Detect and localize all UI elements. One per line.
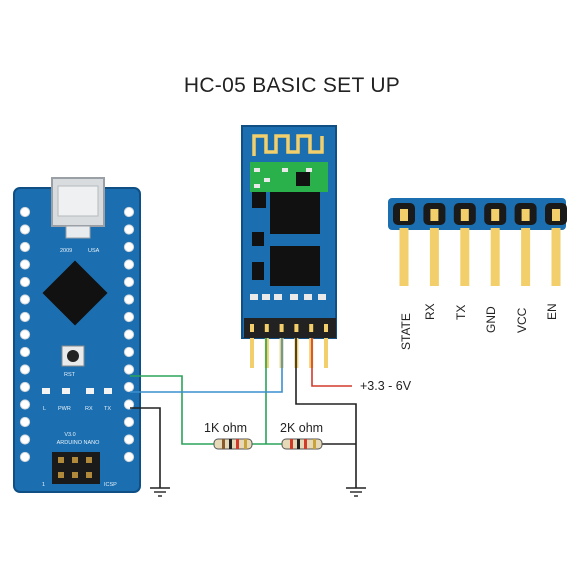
board-name: ARDUINO NANO (57, 440, 101, 446)
nano-pin-pad (19, 399, 31, 410)
year-label: 2009 (60, 248, 72, 254)
nano-pin-pad (19, 346, 31, 358)
ground-symbol-right (346, 487, 366, 497)
nano-pin-pad (123, 206, 135, 218)
pinout-label-state: STATE (399, 313, 413, 350)
nano-pin-pad (19, 434, 31, 445)
hc05-pin-top (250, 324, 254, 332)
hc05-pin-top (309, 324, 314, 332)
pinout-pin (429, 228, 439, 286)
nano-pin-pad (19, 259, 31, 270)
nano-pin-pad (123, 329, 135, 340)
led-label: TX (104, 406, 111, 412)
led-label: PWR (58, 406, 71, 412)
nano-pin-pad (123, 294, 135, 305)
supply-voltage-label: +3.3 - 6V (360, 379, 412, 393)
pinout-pin-top (430, 209, 439, 221)
icsp-header (52, 452, 100, 484)
status-leds: L PWR RX TX (42, 388, 112, 412)
nano-pin-pad (19, 381, 31, 393)
resistor-1k (213, 438, 253, 450)
nano-pin-pad (19, 416, 31, 428)
pinout-pin (490, 228, 500, 286)
nano-pin-pad (123, 451, 135, 463)
wire-black-gnd (130, 338, 357, 488)
arduino-nano-board: 2009 USA RST L PWR RX TX V3.0 ARDUINO NA… (13, 177, 141, 493)
pinout-pin-top (400, 209, 408, 221)
nano-pin-pad (19, 241, 31, 253)
antenna-trace (252, 134, 324, 156)
pinout-pin-top (460, 209, 469, 221)
pinout-label-tx: TX (454, 305, 468, 320)
usa-label: USA (88, 248, 100, 254)
hc05-pin-top (279, 324, 284, 332)
pinout-pin (521, 228, 531, 286)
nano-pin-pad (123, 259, 135, 270)
hc05-pin-header (244, 318, 336, 338)
hc05-module (241, 125, 337, 368)
wire-green-d3 (130, 375, 214, 445)
pinout-label-gnd: GND (484, 306, 498, 333)
nano-pin-pad (123, 241, 135, 253)
resistor-2k-label: 2K ohm (280, 421, 323, 435)
resistor-2k (281, 438, 323, 450)
pinout-pin-top (491, 209, 500, 221)
nano-pin-pad (19, 224, 31, 235)
hc05-pin (250, 338, 254, 368)
nano-pin-pad (19, 294, 31, 305)
nano-pin-pad (19, 311, 31, 323)
nano-pin-pad (19, 451, 31, 463)
flash-chip (270, 246, 320, 286)
pinout-pin-top (521, 209, 530, 221)
nano-pin-pad (123, 399, 135, 410)
pin-one-label: 1 (42, 482, 45, 488)
board-version: V3.0 (64, 432, 75, 438)
pinout-labels: STATE RX TX GND VCC EN (399, 303, 559, 350)
pinout-label-vcc: VCC (515, 307, 529, 333)
hc05-pin-top (264, 324, 269, 332)
pinout-pin-top (552, 209, 560, 221)
pinout-label-en: EN (545, 303, 559, 320)
pinout-pins (393, 203, 567, 286)
hc05-pin (324, 338, 328, 368)
nano-pin-pad (123, 364, 135, 375)
hc05-pinout-detail: STATE RX TX GND VCC EN (388, 198, 567, 350)
ground-symbol-left (150, 487, 170, 497)
pinout-pin (399, 228, 409, 286)
mcu-chip (42, 260, 108, 326)
nano-right-pin-pads (123, 206, 135, 463)
hc05-pin-top (324, 324, 328, 332)
led-label: L (43, 406, 46, 412)
nano-pin-pad (123, 276, 135, 288)
wire-green-rx (252, 338, 282, 445)
icsp-label: ICSP (104, 482, 117, 488)
rst-label: RST (64, 372, 76, 378)
bt-chip (270, 192, 320, 234)
wire-red-vcc (311, 338, 352, 387)
pinout-pin (551, 228, 561, 286)
wiring (130, 338, 357, 488)
resistor-1k-label: 1K ohm (204, 421, 247, 435)
nano-pin-pad (19, 276, 31, 288)
nano-left-pin-pads (19, 206, 31, 463)
nano-pin-pad (19, 206, 31, 218)
wire-blue-tx (130, 338, 283, 393)
diagram-title: HC-05 BASIC SET UP (183, 74, 401, 97)
nano-pin-pad (123, 381, 135, 393)
nano-pin-pad (123, 434, 135, 445)
nano-pin-pad (19, 329, 31, 340)
nano-pin-pad (19, 364, 31, 375)
led-label: RX (85, 406, 93, 412)
nano-pin-pad (123, 346, 135, 358)
pinout-label-rx: RX (423, 303, 437, 320)
pinout-pin (460, 228, 470, 286)
nano-pin-pad (123, 224, 135, 235)
nano-pin-pad (123, 416, 135, 428)
hc05-pin-top (294, 324, 299, 332)
nano-pin-pad (123, 311, 135, 323)
